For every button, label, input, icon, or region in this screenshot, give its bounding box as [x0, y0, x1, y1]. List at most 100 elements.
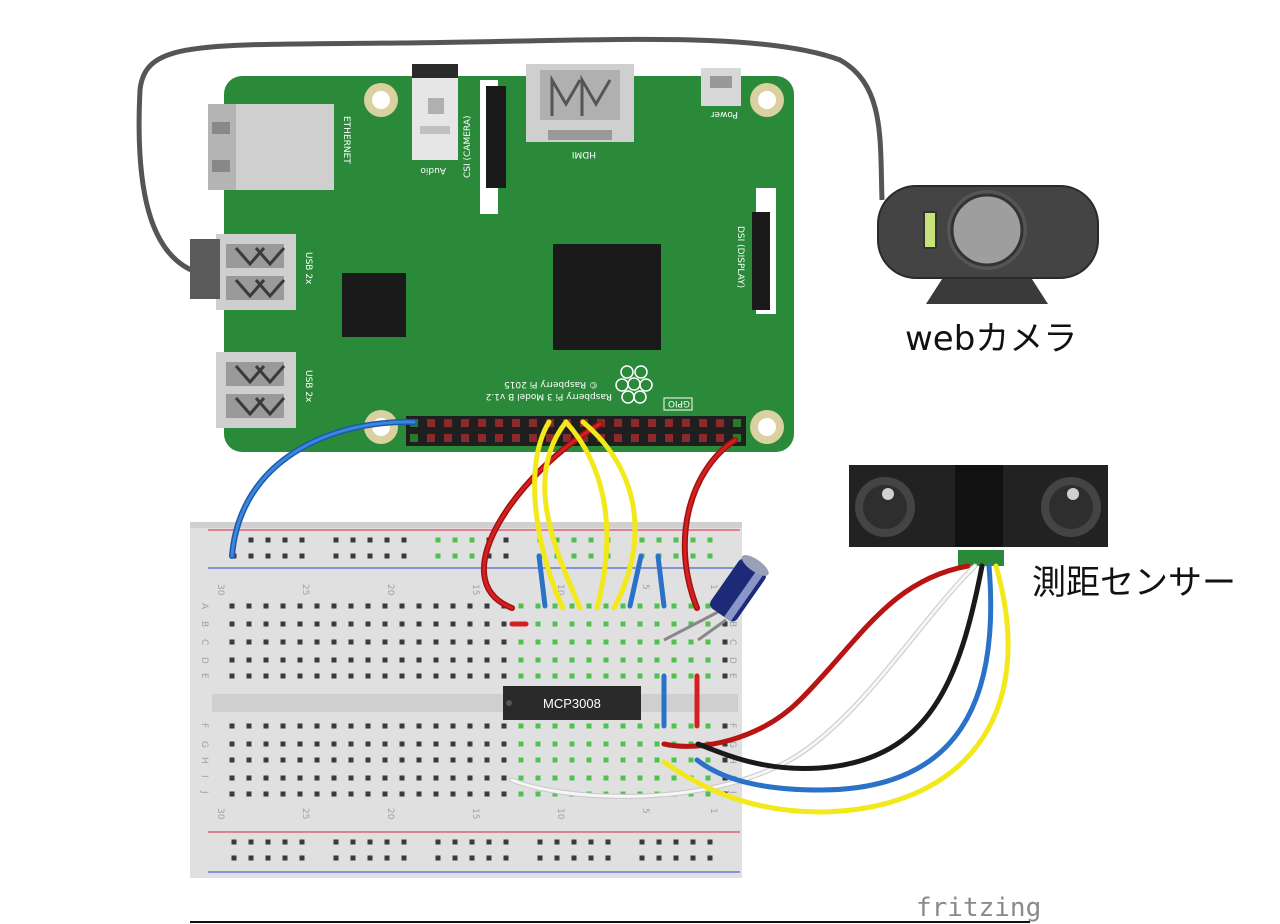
breadboard-hole — [535, 757, 541, 763]
breadboard-hole — [605, 855, 611, 861]
breadboard-hole — [620, 639, 626, 645]
breadboard: 30 25 20 15 10 5 1 30 25 20 15 10 5 1 AB… — [190, 522, 742, 878]
gpio-pin — [614, 419, 622, 427]
breadboard-hole — [552, 657, 558, 663]
breadboard-hole — [433, 757, 439, 763]
breadboard-hole — [282, 537, 288, 543]
breadboard-hole — [484, 673, 490, 679]
breadboard-hole — [348, 791, 354, 797]
breadboard-hole — [384, 537, 390, 543]
breadboard-hole — [297, 657, 303, 663]
breadboard-hole — [263, 741, 269, 747]
audio-jack — [412, 64, 458, 160]
breadboard-hole — [314, 723, 320, 729]
breadboard-hole — [673, 855, 679, 861]
breadboard-hole — [467, 791, 473, 797]
breadboard-hole — [350, 839, 356, 845]
breadboard-hole — [365, 791, 371, 797]
breadboard-hole — [588, 553, 594, 559]
breadboard-hole — [467, 673, 473, 679]
power-label: Power — [710, 109, 738, 119]
mounting-holes — [364, 83, 784, 444]
breadboard-hole — [552, 775, 558, 781]
breadboard-hole — [537, 839, 543, 845]
breadboard-hole — [450, 791, 456, 797]
breadboard-hole — [229, 657, 235, 663]
breadboard-hole — [469, 553, 475, 559]
breadboard-hole — [588, 537, 594, 543]
gpio-pin — [512, 434, 520, 442]
gpio-pin — [546, 434, 554, 442]
row-letter-left: A — [199, 603, 209, 610]
gpio-pin — [580, 434, 588, 442]
breadboard-hole — [450, 723, 456, 729]
breadboard-hole — [535, 657, 541, 663]
breadboard-hole — [639, 839, 645, 845]
breadboard-hole — [450, 757, 456, 763]
gpio-pin — [631, 434, 639, 442]
breadboard-hole — [263, 621, 269, 627]
breadboard-hole — [314, 757, 320, 763]
breadboard-hole — [450, 639, 456, 645]
breadboard-hole — [433, 639, 439, 645]
breadboard-hole — [331, 639, 337, 645]
breadboard-hole — [503, 855, 509, 861]
breadboard-hole — [435, 855, 441, 861]
colnum-bottom-15: 15 — [470, 808, 480, 819]
breadboard-hole — [673, 537, 679, 543]
breadboard-hole — [467, 723, 473, 729]
usb-port-2 — [216, 352, 296, 428]
breadboard-hole — [639, 537, 645, 543]
breadboard-hole — [588, 855, 594, 861]
gpio-pin — [529, 434, 537, 442]
gpio-pin — [410, 434, 418, 442]
breadboard-hole — [620, 621, 626, 627]
breadboard-hole — [229, 673, 235, 679]
breadboard-hole — [452, 537, 458, 543]
breadboard-hole — [416, 741, 422, 747]
column-numbers-top: 30 25 20 15 10 5 1 — [215, 584, 718, 596]
breadboard-hole — [246, 757, 252, 763]
breadboard-hole — [705, 723, 711, 729]
breadboard-hole — [535, 673, 541, 679]
breadboard-hole — [348, 639, 354, 645]
breadboard-hole — [467, 657, 473, 663]
breadboard-hole — [688, 657, 694, 663]
breadboard-hole — [484, 791, 490, 797]
breadboard-hole — [367, 537, 373, 543]
webcam-cable — [136, 36, 885, 275]
breadboard-hole — [265, 839, 271, 845]
breadboard-hole — [569, 639, 575, 645]
breadboard-hole — [673, 553, 679, 559]
breadboard-hole — [280, 673, 286, 679]
wire-sensor-blue — [694, 563, 994, 793]
model-line-2: Raspberry Pi 3 Model B v1.2 — [486, 391, 612, 401]
small-chip — [342, 273, 406, 337]
breadboard-hole — [333, 839, 339, 845]
colnum-top-30: 30 — [215, 584, 225, 596]
soc-chip — [553, 244, 661, 350]
breadboard-hole — [586, 603, 592, 609]
breadboard-hole — [467, 621, 473, 627]
breadboard-hole — [280, 657, 286, 663]
wire-yellow-1 — [532, 419, 566, 611]
breadboard-hole — [331, 791, 337, 797]
breadboard-hole — [282, 553, 288, 559]
breadboard-hole — [586, 621, 592, 627]
breadboard-hole — [282, 855, 288, 861]
breadboard-hole — [348, 775, 354, 781]
breadboard-hole — [518, 673, 524, 679]
breadboard-hole — [620, 741, 626, 747]
breadboard-hole — [603, 673, 609, 679]
breadboard-hole — [705, 673, 711, 679]
gpio-pin — [461, 434, 469, 442]
wire-yellow-4 — [580, 419, 638, 611]
breadboard-hole — [501, 757, 507, 763]
breadboard-hole — [282, 839, 288, 845]
breadboard-hole — [552, 639, 558, 645]
breadboard-hole — [586, 673, 592, 679]
usb1-label: USB 2x — [303, 252, 313, 285]
breadboard-hole — [401, 537, 407, 543]
breadboard-hole — [688, 639, 694, 645]
breadboard-hole — [535, 723, 541, 729]
